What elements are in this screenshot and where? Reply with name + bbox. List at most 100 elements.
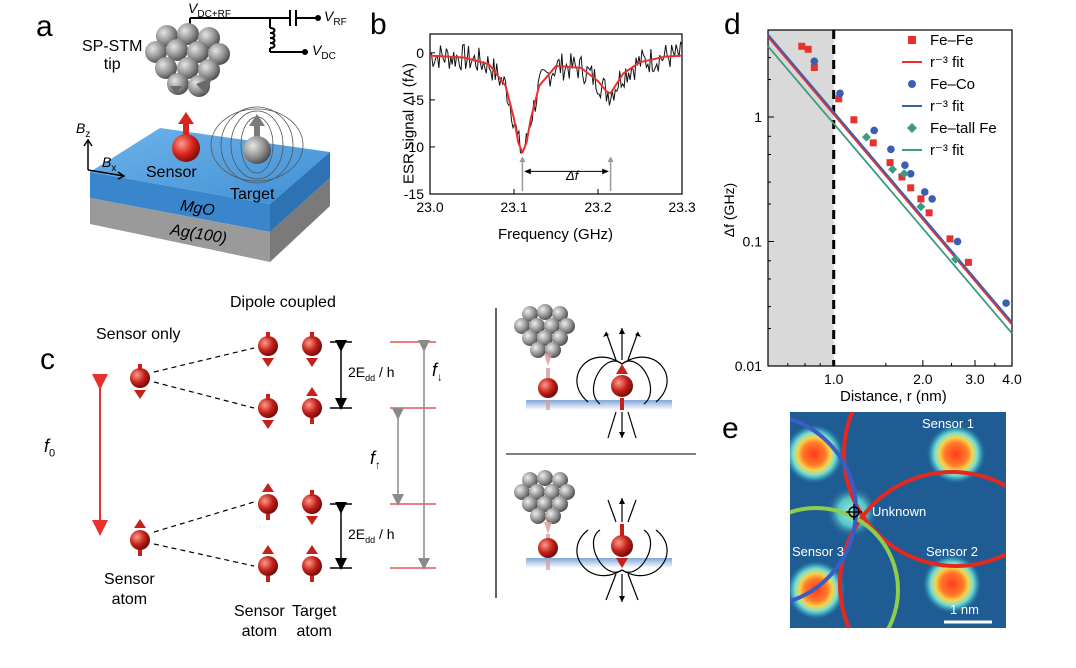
panel-b-xlabel: Frequency (GHz) <box>498 226 614 243</box>
legend-label: r⁻³ fit <box>930 54 965 71</box>
legend-label: r⁻³ fit <box>930 142 965 159</box>
sensor-3-label: Sensor 3 <box>792 544 845 559</box>
peak-marker-head <box>607 156 614 162</box>
edd-bottom-sub: dd <box>365 534 376 545</box>
legend-label: Fe–Fe <box>930 32 973 49</box>
fe-tall-fe-point <box>951 254 961 264</box>
atom-sensor-1 <box>926 424 986 484</box>
target-caption-line2: atom <box>296 623 333 640</box>
atom-sensor-2 <box>922 554 982 614</box>
edd-label-bottom: 2Edd / h <box>348 526 395 545</box>
sensor-caption-line2: atom <box>241 623 278 640</box>
edd-label-top: 2Edd / h <box>348 364 395 383</box>
fe-tall-fe-point <box>861 132 871 142</box>
target-atom <box>243 114 271 164</box>
dc-terminal <box>302 49 308 55</box>
sensor-2-circle <box>838 470 1006 628</box>
sensor-atom-caption: Sensor atom <box>234 602 285 642</box>
fe-co-point <box>810 57 819 66</box>
fe-fe-point <box>835 95 843 103</box>
x-tick-label-b: 23.1 <box>500 199 527 215</box>
sensor-2-label: Sensor 2 <box>926 544 979 559</box>
f-up-symbol: f <box>370 448 376 468</box>
fe-co-point <box>836 89 844 98</box>
fe-tall-fe-point <box>888 164 898 174</box>
esr-fit-line <box>429 54 683 154</box>
dipole-coupled-heading: Dipole coupled <box>230 294 336 311</box>
bz-symbol: B <box>76 120 86 136</box>
fe-fe-point <box>907 184 915 192</box>
state-pair-4 <box>258 545 322 582</box>
panel-label-b: b <box>370 8 387 41</box>
auxiliary-circle <box>790 416 858 604</box>
target-label: Target <box>230 186 275 203</box>
x-tick-label-d: 3.0 <box>965 371 985 387</box>
v-dc-label: VDC <box>312 42 336 62</box>
v-dc-rf-symbol: V <box>188 0 198 16</box>
panel-label-e: e <box>722 412 739 445</box>
fe-co-point <box>901 161 909 170</box>
f0-label: f0 <box>44 436 55 460</box>
f-up-label: f↑ <box>370 448 381 472</box>
f-down-label: f↓ <box>432 360 443 384</box>
panel-label-d: d <box>724 8 741 41</box>
fit-line <box>767 45 1013 334</box>
field-schematic-bottom <box>514 470 672 602</box>
bz-sub: z <box>85 128 91 140</box>
y-tick-label-b: 0 <box>416 45 424 61</box>
legend-label: Fe–tall Fe <box>930 120 997 137</box>
x-tick-label-b: 23.0 <box>416 199 443 215</box>
legend-marker <box>908 80 916 88</box>
y-tick-label-d: 1 <box>754 109 762 125</box>
field-schematic-top <box>514 304 672 439</box>
x-tick-label-d: 1.0 <box>824 371 844 387</box>
fe-co-point <box>953 237 962 246</box>
v-dc-rf-label: VDC+RF <box>188 0 231 20</box>
panel-label-a: a <box>36 10 53 43</box>
delta-f-arrowhead-left <box>524 168 531 175</box>
delta-f-annotation: Δf <box>566 168 579 183</box>
sensor-atom-caption-left: Sensor atom <box>104 570 155 610</box>
fit-line <box>767 36 1013 326</box>
x-tick-label-b: 23.3 <box>668 199 695 215</box>
fe-fe-point <box>804 45 812 53</box>
sensor-caption-line1: Sensor <box>234 603 285 620</box>
plot-frame-b <box>429 33 683 195</box>
y-tick-label-b: -10 <box>404 139 424 155</box>
v-rf-sub: RF <box>333 16 347 28</box>
sensor-caption-left-line2: atom <box>111 591 148 608</box>
sensor-1-label: Sensor 1 <box>922 416 975 431</box>
atom-top-left <box>790 424 844 484</box>
sensor-label: Sensor <box>146 164 197 181</box>
edd-top-suffix: / h <box>375 364 395 380</box>
fe-fe-point <box>886 159 894 167</box>
f-up-sub: ↑ <box>375 459 381 472</box>
sensor-atom <box>172 112 200 162</box>
tip-label-line2: tip <box>103 56 121 73</box>
fe-co-point <box>906 169 915 178</box>
panel-label-c: c <box>40 343 55 376</box>
panel-e: Sensor 1 Unknown Sensor 3 Sensor 2 1 nm <box>790 412 1006 628</box>
panel-c: Dipole coupled Sensor only f0 f↑ f↓ 2Edd… <box>44 290 700 663</box>
sensor-caption-left-line1: Sensor <box>104 571 155 588</box>
bx-label: Bx <box>102 154 116 174</box>
fe-fe-point <box>850 116 858 124</box>
sensor-1-circle <box>842 412 1006 568</box>
sensor-3-circle <box>790 506 900 628</box>
legend-label: Fe–Co <box>930 76 975 93</box>
target-caption-line1: Target <box>292 603 337 620</box>
dashed-connectors <box>153 347 255 567</box>
v-dc-rf-sub: DC+RF <box>197 8 231 20</box>
delta-f-arrowhead-right <box>602 168 609 175</box>
fe-co-point <box>928 195 936 203</box>
panel-d-ylabel: Δf (GHz) <box>721 182 737 238</box>
fe-fe-point <box>798 42 806 50</box>
y-tick-label-b: -15 <box>404 186 424 202</box>
bx-symbol: B <box>102 154 112 170</box>
rf-terminal <box>315 15 321 21</box>
fit-line <box>767 33 1013 323</box>
stm-image <box>790 412 1006 628</box>
